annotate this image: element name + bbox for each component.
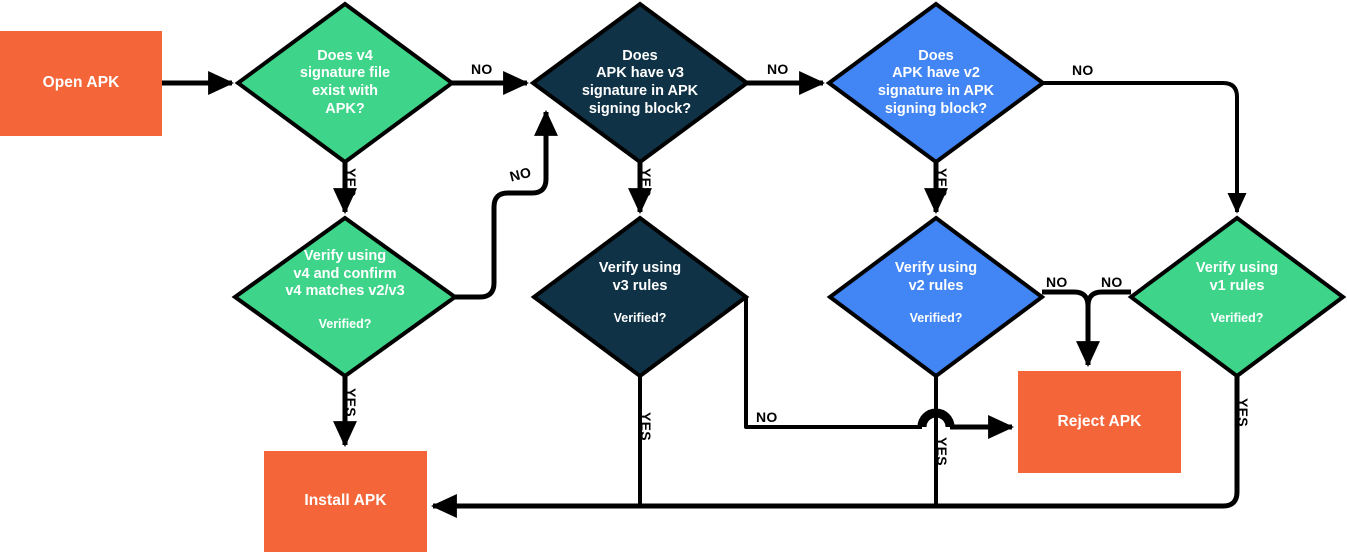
edge-verifyv4-no-qv3 [455,109,558,300]
node-verify-v3[interactable] [530,215,750,379]
node-install-apk[interactable] [264,451,427,552]
node-question-v2[interactable] [825,1,1047,165]
edge-verifyv2-no-reject [1042,289,1100,368]
node-verify-v4[interactable] [231,215,459,379]
edge-qv2-no-verifyv1 [1043,81,1247,214]
node-verify-v1[interactable] [1127,215,1347,379]
node-question-v3[interactable] [529,1,751,165]
node-reject-apk[interactable] [1018,371,1181,473]
node-open-apk[interactable] [0,31,162,136]
node-verify-v2[interactable] [826,215,1046,379]
edge-verifyv3-no-reject [744,297,922,429]
edge-verifyv1-yes-install [430,376,1240,518]
node-question-v4[interactable] [234,1,456,165]
edge-verifyv1-no-reject [1085,289,1131,307]
